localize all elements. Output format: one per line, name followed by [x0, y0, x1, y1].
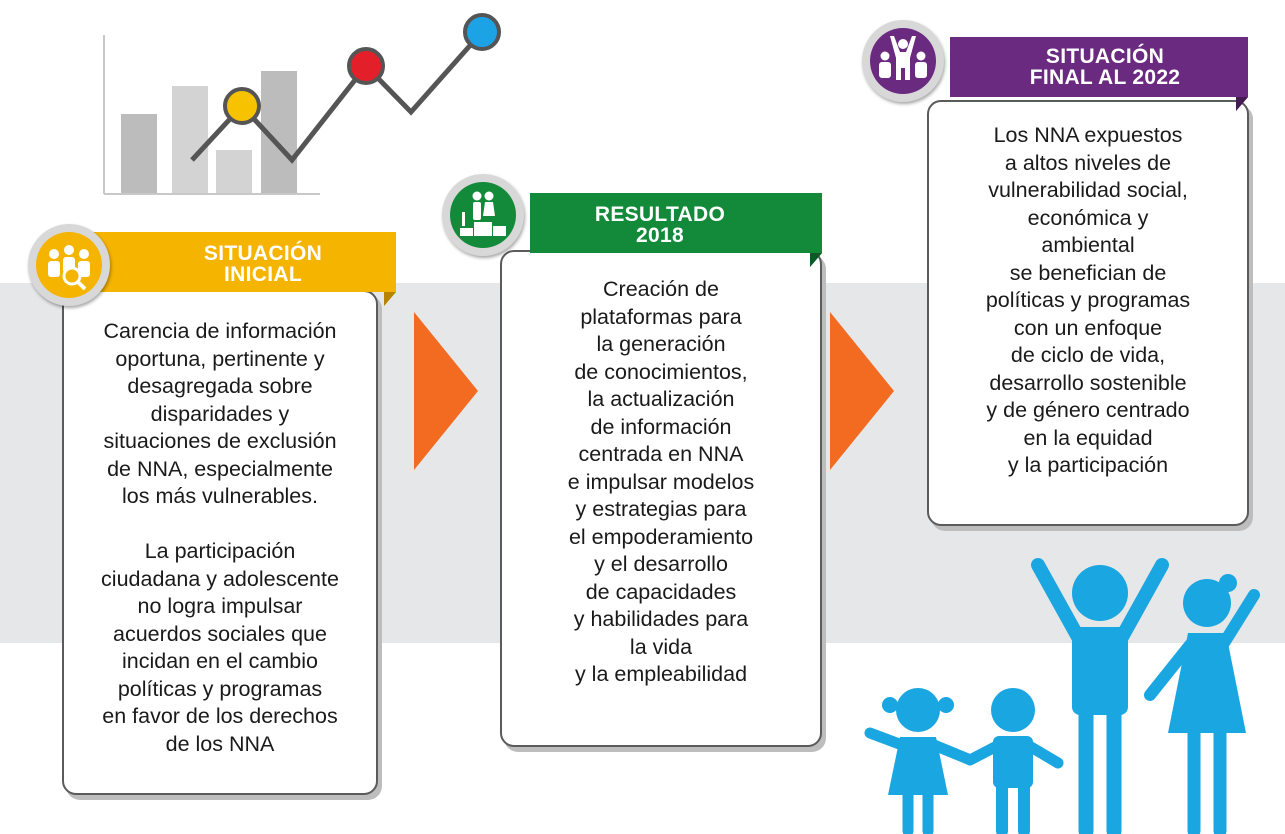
card-text-situacion-inicial: Carencia de información oportuna, pertin… — [101, 319, 339, 756]
podium-people-icon — [460, 191, 506, 236]
badge-situacion-inicial — [28, 224, 110, 306]
chart-dot-yellow — [223, 87, 261, 125]
card-situacion-final-2022: Los NNA expuestos a altos niveles de vul… — [927, 100, 1249, 526]
banner-resultado-2018: RESULTADO 2018 — [594, 203, 726, 247]
arrow-1 — [414, 312, 478, 470]
arrow-2 — [830, 312, 894, 470]
badge-situacion-final-2022 — [862, 20, 944, 102]
card-situacion-inicial: Carencia de información oportuna, pertin… — [62, 290, 378, 795]
chart-bar-3 — [216, 150, 252, 194]
growth-chart-illustration — [103, 13, 501, 195]
family-illustration — [864, 558, 1260, 834]
children-search-icon — [48, 245, 90, 291]
card-text-resultado-2018: Creación de plataformas para la generaci… — [567, 277, 755, 686]
chart-bar-1 — [121, 114, 157, 194]
chart-dot-red — [347, 47, 385, 85]
card-text-situacion-final-2022: Los NNA expuestos a altos niveles de vul… — [985, 123, 1191, 477]
family-cheering-icon — [879, 36, 927, 80]
banner-shape-resultado-2018 — [530, 193, 822, 267]
banner-situacion-inicial: SITUACIÓN INICIAL — [203, 242, 323, 286]
badge-resultado-2018 — [442, 174, 524, 256]
chart-dot-blue — [463, 13, 501, 51]
banner-situacion-final-2022: SITUACIÓN FINAL AL 2022 — [1029, 45, 1181, 89]
card-resultado-2018: Creación de plataformas para la generaci… — [500, 250, 822, 747]
chart-bar-2 — [172, 86, 208, 194]
banner-shape-situacion-final — [950, 37, 1248, 111]
banner-shape-situacion-inicial — [92, 232, 396, 306]
